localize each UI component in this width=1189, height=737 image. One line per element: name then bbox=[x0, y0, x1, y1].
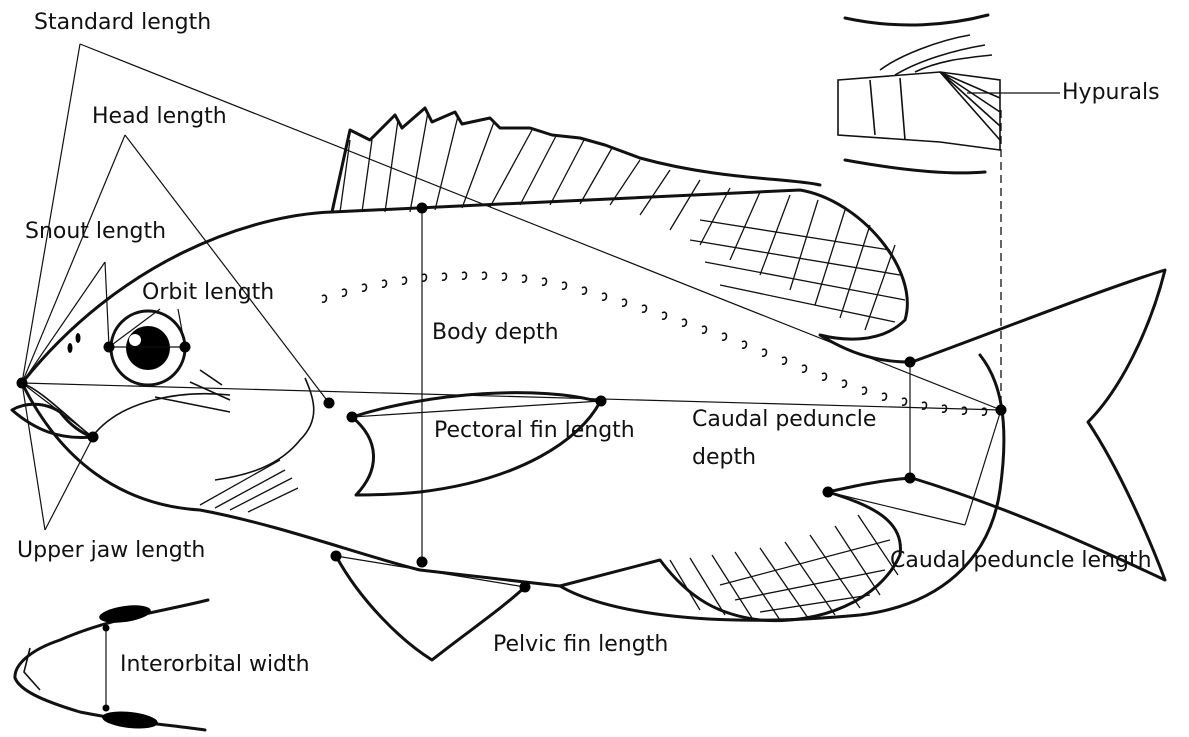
point-interorbital-top bbox=[103, 625, 110, 632]
head-length-label: Head length bbox=[92, 104, 227, 130]
point-orbit-back bbox=[180, 342, 191, 353]
point-pectoral-base bbox=[347, 412, 358, 423]
pectoral-fin-line bbox=[352, 401, 601, 417]
interorbital-width-label: Interorbital width bbox=[120, 652, 310, 678]
point-hypural-end bbox=[996, 405, 1007, 416]
pectoral-fin-length-label: Pectoral fin length bbox=[434, 418, 635, 444]
standard-length-pointer bbox=[22, 44, 80, 383]
point-operculum bbox=[324, 398, 335, 409]
snout-length-pointer-2 bbox=[105, 262, 109, 347]
point-peduncle-top bbox=[905, 357, 916, 368]
caudal-peduncle-length-label: Caudal peduncle length bbox=[890, 548, 1152, 574]
snout-length-label: Snout length bbox=[25, 219, 166, 245]
caudal-peduncle-length-line-1 bbox=[828, 492, 965, 525]
point-orbit-front bbox=[104, 342, 115, 353]
standard-length-pointer-2 bbox=[80, 44, 1001, 410]
pelvic-fin-line bbox=[336, 556, 525, 587]
caudal-peduncle-depth-label-line1: Caudal peduncle bbox=[692, 407, 876, 433]
point-pelvic-tip bbox=[520, 582, 531, 593]
dorsal-fin bbox=[332, 108, 905, 330]
orbit-length-label: Orbit length bbox=[142, 280, 274, 306]
point-pelvic-base bbox=[331, 551, 342, 562]
standard-length-label: Standard length bbox=[34, 10, 211, 36]
snout-length-pointer-1 bbox=[22, 262, 105, 383]
point-body-depth-top bbox=[417, 203, 428, 214]
upper-jaw-length-label: Upper jaw length bbox=[17, 538, 205, 564]
point-snout-tip bbox=[17, 378, 28, 389]
point-interorbital-bottom bbox=[103, 705, 110, 712]
point-upper-jaw-end bbox=[88, 432, 99, 443]
point-peduncle-bottom bbox=[905, 473, 916, 484]
point-anal-end bbox=[823, 487, 834, 498]
caudal-peduncle-depth-label-line2: depth bbox=[692, 445, 756, 471]
anal-fin bbox=[670, 515, 898, 620]
point-body-depth-bottom bbox=[417, 557, 428, 568]
body-depth-label: Body depth bbox=[432, 320, 559, 346]
upper-jaw-line bbox=[22, 383, 93, 437]
hypurals-label: Hypurals bbox=[1062, 80, 1160, 106]
point-pectoral-tip bbox=[596, 396, 607, 407]
pelvic-fin-length-label: Pelvic fin length bbox=[493, 632, 668, 658]
